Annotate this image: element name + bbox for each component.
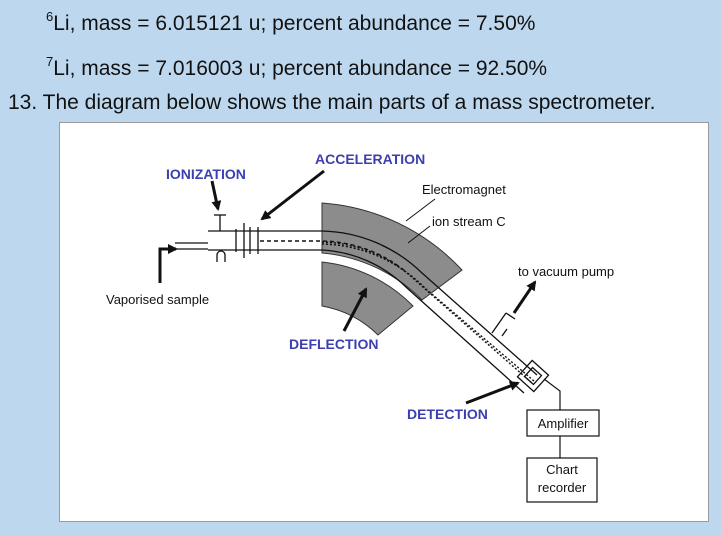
detection-arrow bbox=[465, 381, 520, 405]
label-electromagnet: Electromagnet bbox=[422, 182, 506, 197]
isotope-text: Li, mass = 7.016003 u; percent abundance… bbox=[53, 57, 548, 80]
electromagnet-lower-pole bbox=[321, 261, 414, 336]
label-recorder: recorder bbox=[538, 480, 587, 495]
sample-inlet-arrow bbox=[158, 244, 178, 283]
spectrometer-tube bbox=[175, 214, 550, 394]
isotope-line-li7: 7Li, mass = 7.016003 u; percent abundanc… bbox=[46, 54, 548, 82]
label-ion-stream: ion stream C bbox=[432, 214, 506, 229]
mass-spectrometer-diagram: IONIZATION ACCELERATION DEFLECTION DETEC… bbox=[106, 151, 614, 503]
isotope-text: Li, mass = 6.015121 u; percent abundance… bbox=[53, 12, 536, 35]
label-chart: Chart bbox=[546, 462, 578, 477]
label-acceleration: ACCELERATION bbox=[315, 151, 425, 167]
mass-number-superscript: 6 bbox=[46, 9, 54, 24]
ionization-arrow bbox=[210, 180, 222, 211]
chart-recorder-box bbox=[526, 457, 598, 503]
signal-wires bbox=[543, 378, 561, 458]
ion-streams bbox=[260, 240, 535, 384]
electromagnet-leader bbox=[405, 198, 436, 222]
label-ionization: IONIZATION bbox=[166, 166, 246, 182]
label-vaporised-sample: Vaporised sample bbox=[106, 292, 209, 307]
mass-spectrometer-figure: IONIZATION ACCELERATION DEFLECTION DETEC… bbox=[59, 122, 709, 522]
label-deflection: DEFLECTION bbox=[289, 336, 378, 352]
question-text: 13. The diagram below shows the main par… bbox=[8, 91, 656, 114]
label-amplifier: Amplifier bbox=[538, 416, 589, 431]
acceleration-arrow bbox=[260, 169, 325, 221]
vacuum-arrow bbox=[512, 280, 537, 314]
deflection-arrow bbox=[342, 287, 368, 332]
ion-stream-leader bbox=[407, 225, 431, 244]
isotope-line-li6: 6Li, mass = 6.015121 u; percent abundanc… bbox=[46, 9, 536, 37]
label-detection: DETECTION bbox=[407, 406, 488, 422]
electromagnet-upper-pole bbox=[321, 202, 463, 301]
label-vacuum-pump: to vacuum pump bbox=[518, 264, 614, 279]
amplifier-box bbox=[526, 409, 600, 437]
mass-number-superscript: 7 bbox=[46, 54, 54, 69]
